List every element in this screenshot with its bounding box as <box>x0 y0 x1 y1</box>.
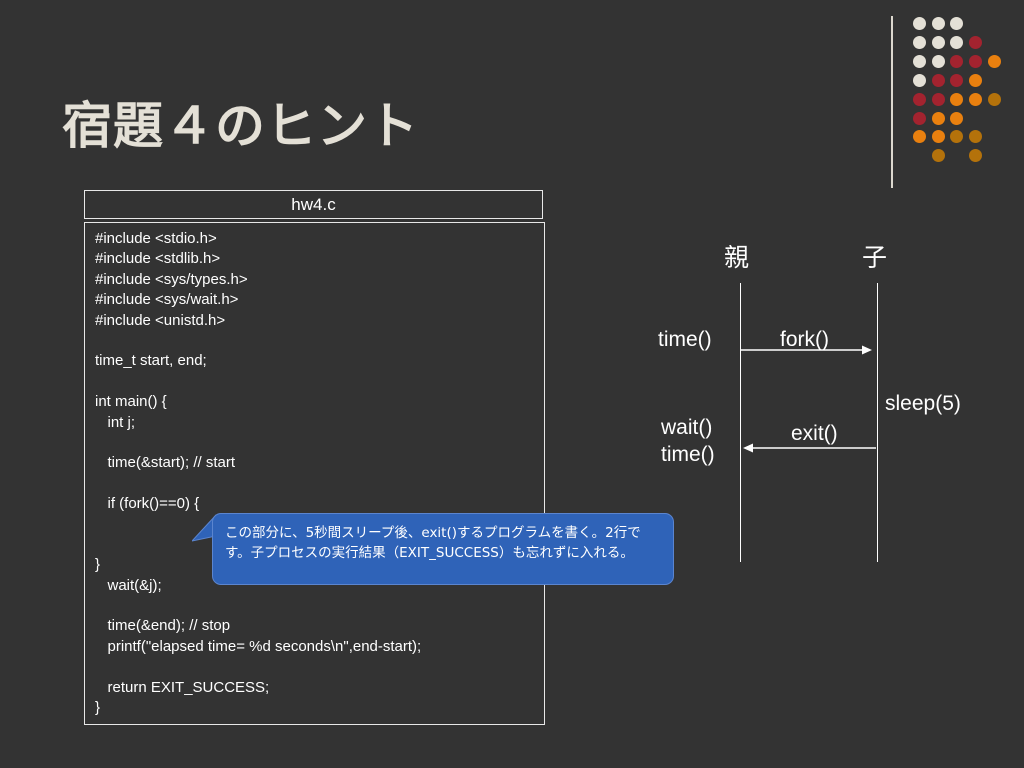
decorative-dot <box>969 73 983 87</box>
code-line: int j; <box>95 413 136 431</box>
code-line: } <box>95 698 101 716</box>
code-line: wait(&j); <box>95 576 162 594</box>
decorative-dot <box>931 73 945 87</box>
decorative-dot <box>987 54 1001 68</box>
decorative-dot <box>931 130 945 144</box>
decorative-dot <box>913 17 926 30</box>
code-line: #include <stdlib.h> <box>95 250 221 268</box>
decorative-dot <box>969 149 983 163</box>
code-line: #include <sys/wait.h> <box>95 291 239 309</box>
decorative-divider <box>891 16 893 188</box>
child-label: 子 <box>862 243 888 272</box>
decorative-dot <box>950 73 964 87</box>
parent-time-end-label: time() <box>661 443 715 466</box>
decorative-dot <box>913 73 926 87</box>
code-line: time(&start); // start <box>95 454 236 472</box>
child-lifeline <box>877 283 878 562</box>
sleep-label: sleep(5) <box>885 392 961 415</box>
decorative-dot <box>913 111 926 125</box>
code-line: #include <stdio.h> <box>95 230 217 247</box>
code-line: } <box>95 556 101 574</box>
code-line: printf("elapsed time= %d seconds\n",end-… <box>95 637 422 655</box>
parent-lifeline <box>740 283 741 562</box>
code-line: time(&end); // stop <box>95 617 231 635</box>
decorative-dot <box>913 130 926 144</box>
decorative-dot <box>950 130 964 144</box>
decorative-dot <box>931 92 945 106</box>
code-line: #include <unistd.h> <box>95 311 226 329</box>
exit-arrowhead <box>743 443 753 453</box>
decorative-dot <box>950 35 964 49</box>
code-line: if (fork()==0) { <box>95 495 200 513</box>
decorative-dot <box>913 92 926 106</box>
hint-callout: この部分に、5秒間スリープ後、exit()するプログラムを書く。2行です。子プロ… <box>212 513 674 585</box>
code-listing: #include <stdio.h> #include <stdlib.h> #in… <box>84 222 545 725</box>
slide-title: 宿題４のヒント <box>62 97 419 155</box>
code-line: time_t start, end; <box>95 352 207 370</box>
decorative-dot <box>913 35 926 49</box>
wait-label: wait() <box>661 416 713 439</box>
decorative-dot <box>950 54 964 68</box>
decorative-dot <box>913 54 926 68</box>
code-line: #include <sys/types.h> <box>95 270 248 288</box>
decorative-dot <box>950 17 964 30</box>
exit-label: exit() <box>791 422 838 445</box>
decorative-dot <box>931 17 945 30</box>
fork-label: fork() <box>780 328 829 351</box>
decorative-dot <box>931 149 945 163</box>
decorative-dot <box>969 35 983 49</box>
decorative-dot <box>931 111 945 125</box>
decorative-dot <box>969 92 983 106</box>
decorative-dot <box>950 92 964 106</box>
code-filename-header: hw4.c <box>84 190 543 219</box>
code-line: return EXIT_SUCCESS; <box>95 678 270 696</box>
decorative-dot <box>987 92 1001 106</box>
parent-label: 親 <box>724 243 750 272</box>
decorative-dot <box>969 54 983 68</box>
decorative-dot <box>931 54 945 68</box>
decorative-dot <box>931 35 945 49</box>
decorative-dot <box>969 130 983 144</box>
parent-time-start-label: time() <box>658 328 712 351</box>
fork-arrowhead <box>862 345 872 355</box>
callout-pointer <box>192 514 216 542</box>
code-line: int main() { <box>95 393 167 411</box>
decorative-dot <box>950 111 964 125</box>
